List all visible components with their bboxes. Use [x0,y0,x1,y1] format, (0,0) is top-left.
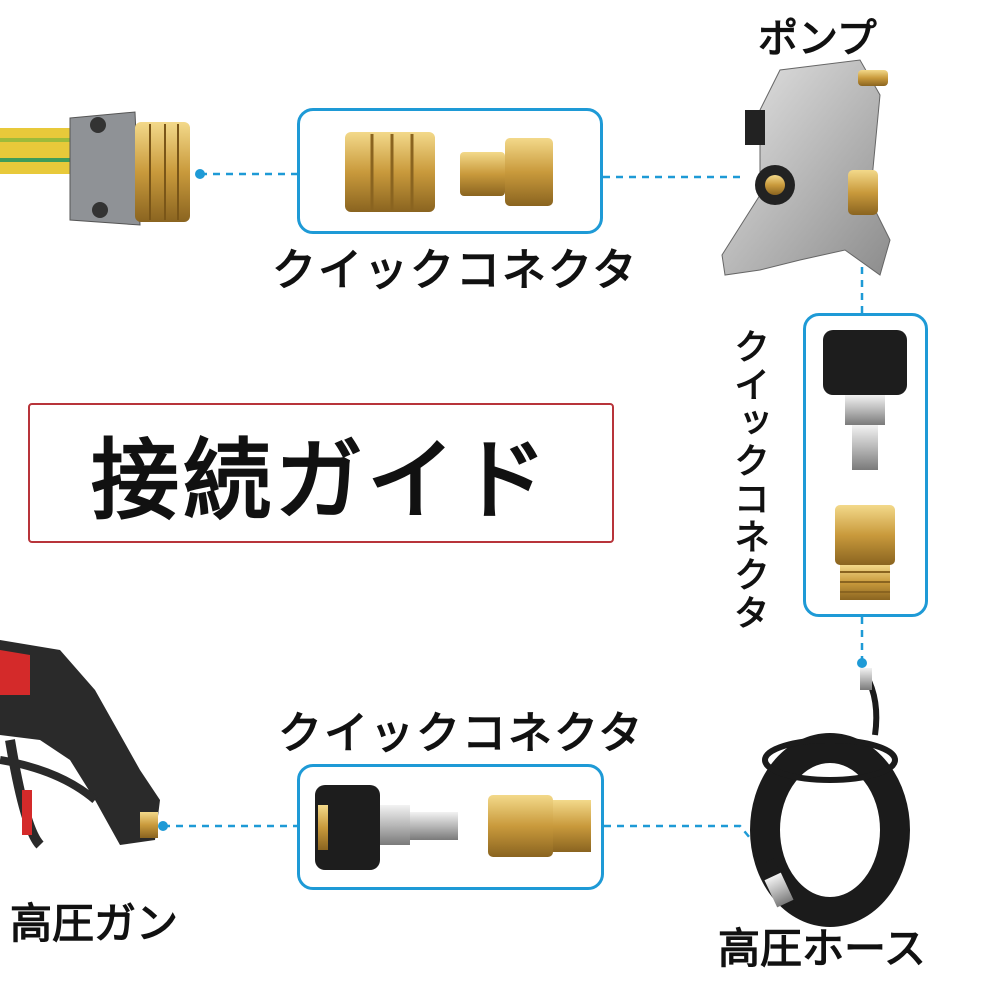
brass-coupler-icon [835,505,895,600]
brass-coupler-icon [488,795,591,857]
quick-connector-box-bottom [297,764,604,890]
quick-connector-box-top [297,108,603,234]
spray-gun-icon [0,640,160,849]
female-adapter-with-plug-icon [823,330,907,470]
quick-connector-box-right [803,313,928,617]
quick-connector-label-top: クイックコネクタ [272,245,639,296]
pump-icon [721,59,891,276]
high-pressure-hose-icon [750,668,910,927]
spray-gun-label: 高圧ガン [10,899,179,948]
page-title: 接続ガイド [90,428,551,532]
hose-label: 高圧ホース [718,924,926,973]
title-box: 接続ガイド [28,403,614,543]
brass-coupler-female-icon [345,132,435,212]
brass-plug-male-icon [460,138,553,206]
female-adapter-with-plug-icon [315,785,458,870]
pump-label: ポンプ [758,16,877,62]
quick-connector-label-right: クイックコネクタ [728,328,769,632]
quick-connector-label-bottom: クイックコネクタ [278,708,645,759]
garden-hose-icon [0,111,190,226]
